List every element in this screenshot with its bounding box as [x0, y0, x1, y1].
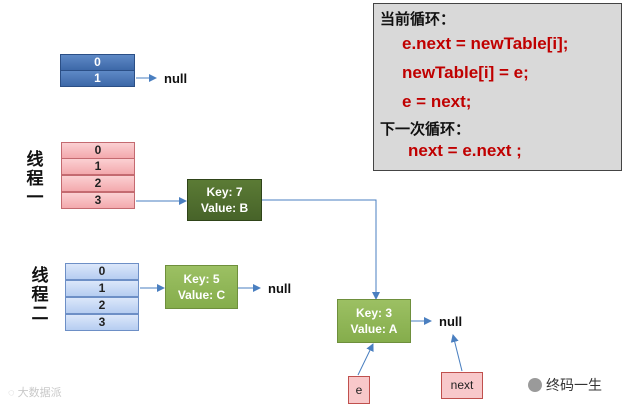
key5-null-label: null [268, 281, 292, 296]
thread-one-slot-0: 0 [61, 142, 135, 159]
thread-one-label-char: 程 [26, 169, 44, 188]
code-current-loop-heading: 当前循环： [380, 11, 456, 28]
thread-two-label: 线 程 二 [30, 266, 50, 323]
pointer-next: next [441, 372, 483, 399]
arrow-key7-to-key3 [262, 199, 380, 300]
top-table-slot-1: 1 [60, 70, 135, 87]
thread-two-slot-1: 1 [65, 280, 139, 297]
code-line-4: next = e.next ; [408, 141, 522, 160]
node-key7: Key: 7 Value: B [187, 179, 262, 221]
node-key3-value: Value: A [350, 322, 398, 336]
watermark-right: 终码一生 [528, 375, 602, 395]
code-line-3: e = next; [402, 92, 472, 111]
thread-two-slot-2: 2 [65, 297, 139, 314]
thread-one-slot-2: 2 [61, 175, 135, 192]
thread-two-label-char: 二 [31, 304, 49, 323]
thread-two-slot-0: 0 [65, 263, 139, 280]
thread-one-label-char: 线 [26, 150, 44, 169]
watermark-left: ◌ 大数据派 [8, 384, 62, 400]
pointer-e: e [348, 376, 370, 404]
thread-one-slot-3: 3 [61, 192, 135, 209]
node-key7-key: Key: 7 [206, 185, 243, 199]
node-key5-value: Value: C [177, 288, 226, 302]
thread-one-label-char: 一 [26, 188, 44, 207]
code-next-loop-heading: 下一次循环： [380, 121, 471, 138]
thread-two-label-char: 线 [31, 266, 49, 285]
node-key3: Key: 3 Value: A [337, 299, 411, 343]
thread-two-slot-3: 3 [65, 314, 139, 331]
top-table-null-label: null [164, 71, 188, 86]
node-key5: Key: 5 Value: C [165, 265, 238, 309]
arrow-e-to-key3 [357, 343, 374, 376]
wechat-icon [528, 378, 542, 392]
node-key7-value: Value: B [200, 201, 249, 215]
node-key3-key: Key: 3 [355, 306, 393, 320]
code-line-1: e.next = newTable[i]; [402, 34, 569, 53]
code-line-2: newTable[i] = e; [402, 63, 529, 82]
thread-two-label-char: 程 [31, 285, 49, 304]
watermark-right-text: 终码一生 [546, 377, 602, 393]
watermark-left-icon: ◌ [8, 387, 18, 399]
top-table-slot-0: 0 [60, 54, 135, 71]
arrow-next-to-null [450, 334, 463, 372]
thread-one-slot-1: 1 [61, 158, 135, 175]
key3-null-label: null [439, 314, 463, 329]
node-key5-key: Key: 5 [183, 272, 220, 286]
thread-one-label: 线 程 一 [25, 150, 45, 207]
code-box: 当前循环： e.next = newTable[i]; newTable[i] … [373, 3, 622, 171]
watermark-left-text: 大数据派 [17, 387, 62, 399]
